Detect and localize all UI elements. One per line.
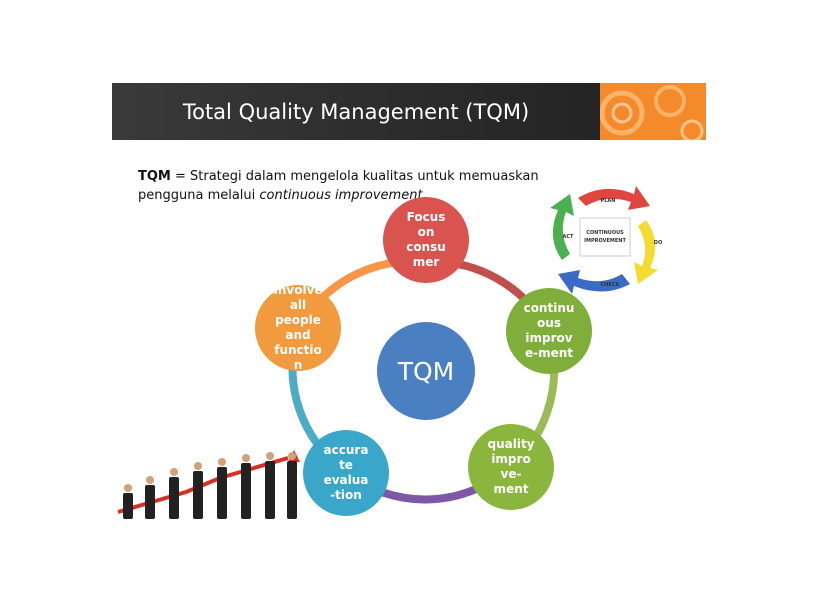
do-arrow (634, 220, 658, 284)
node-quality-improvement: quality impro ve-ment (468, 424, 554, 510)
person-3 (169, 468, 179, 519)
person-6 (241, 454, 251, 519)
pdca-label-do: DO (654, 240, 662, 246)
node-involve-all-people: Involve all people and functio n (255, 285, 341, 371)
node-continuous-improvement: continu ous improv e-ment (506, 288, 592, 374)
pdca-label-plan: PLAN (601, 198, 616, 204)
pdca-label-act: ACT (563, 234, 575, 240)
person-2 (145, 476, 155, 519)
person-8 (287, 452, 297, 519)
person-1 (123, 484, 133, 519)
person-7 (265, 452, 275, 519)
person-5 (217, 458, 227, 519)
business-people-growth-image (112, 448, 312, 524)
center-node-tqm: TQM (377, 322, 475, 420)
node-focus-on-consumer: Focus on consu mer (383, 197, 469, 283)
pdca-center-line2: IMPROVEMENT (584, 238, 626, 244)
pdca-center-line1: CONTINUOUS (586, 230, 624, 236)
pdca-label-check: CHECK (601, 282, 621, 288)
pdca-cycle-diagram: CONTINUOUS IMPROVEMENT PLAN DO CHECK ACT (538, 180, 670, 298)
act-arrow (550, 194, 574, 260)
person-4 (193, 462, 203, 519)
center-label: TQM (398, 357, 455, 386)
pdca-center-box (580, 218, 630, 256)
node-accurate-evaluation: accura te evalua -tion (303, 430, 389, 516)
